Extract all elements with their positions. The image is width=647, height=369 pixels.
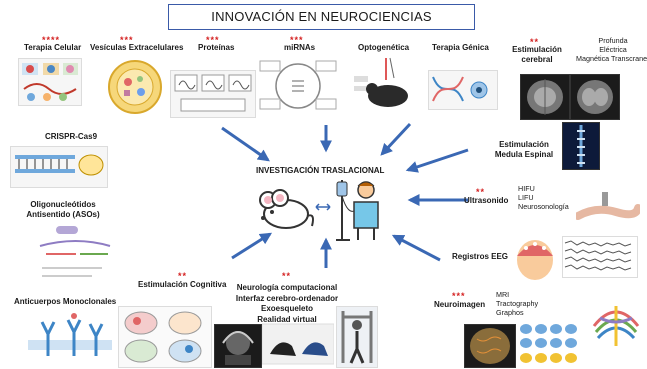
image-mouse <box>252 180 316 232</box>
image-exoesqueleto-gloves <box>262 318 334 366</box>
image-eeg-traces <box>562 236 638 278</box>
ni-type-tractography: Tractography <box>496 299 539 308</box>
label-neuroimagen: Neuroimagen <box>434 300 486 309</box>
brain-scan-icon <box>470 328 510 364</box>
patient-iv-icon <box>336 180 379 241</box>
stars-terapia-celular: **** <box>42 35 61 45</box>
extracellular-vesicle-icon <box>108 60 162 114</box>
eeg-traces-icon <box>564 240 632 271</box>
mirna-cycle-icon <box>259 60 337 110</box>
label-proteinas: Proteínas <box>198 43 235 52</box>
image-optogenetica <box>350 56 418 112</box>
image-mirnas <box>258 55 338 117</box>
stars-neuroimagen: *** <box>452 291 466 301</box>
us-type-lifu: LIFU <box>518 193 534 202</box>
lab-mouse-icon <box>259 189 314 229</box>
label-neurologia-computacional: Neurología computacional <box>236 283 338 292</box>
stars-neuro-comp: ** <box>282 271 292 281</box>
image-vesiculas <box>104 56 166 118</box>
protein-structure-icon <box>174 74 252 112</box>
brain-mri-icon <box>577 80 613 114</box>
aso-mechanism-icon <box>39 226 111 277</box>
label-cognitiva: Estimulación Cognitiva <box>138 280 227 289</box>
image-neuroimagen-grid <box>518 322 584 366</box>
label-terapia-genica: Terapia Génica <box>432 43 489 52</box>
optogenetics-mouse-icon <box>354 57 408 107</box>
arrow-bottom-left <box>231 232 273 260</box>
label-interfaz-cerebro-ordenador: Interfaz cerebro-ordenador <box>235 293 339 303</box>
ni-type-graphos: Graphos <box>496 308 524 317</box>
image-anticuerpos <box>28 310 112 366</box>
ultrasonido-types: HIFU LIFU Neurosonología <box>518 184 569 211</box>
arrow-right-lower <box>391 234 441 262</box>
eeg-cap-icon <box>517 240 553 280</box>
image-mri-sagittal <box>520 74 570 120</box>
estim-type-profunda: Profunda <box>598 36 628 45</box>
cell-therapy-illustration-icon <box>22 63 78 101</box>
rehab-exoskeleton-icon <box>341 311 373 364</box>
image-terapia-genica <box>428 70 498 110</box>
label-eeg: Registros EEG <box>452 252 509 261</box>
estim-type-electrica: Eléctrica <box>599 45 627 54</box>
image-medula <box>562 122 600 170</box>
bidirectional-arrow-icon <box>314 203 332 211</box>
page-title: INNOVACIÓN EN NEUROCIENCIAS <box>211 9 432 24</box>
neuroimagen-types: MRI Tractography Graphos <box>496 290 538 317</box>
stars-estimulacion-cerebral: ** <box>530 37 540 47</box>
arrow-top-right <box>380 122 412 156</box>
brain-mri-icon <box>527 79 563 115</box>
stars-cognitiva: ** <box>178 271 188 281</box>
image-patient-iv <box>334 176 384 244</box>
image-terapia-celular <box>18 58 82 106</box>
label-crispr: CRISPR-Cas9 <box>45 132 98 141</box>
image-exoesqueleto-frame <box>336 306 378 368</box>
ni-type-mri: MRI <box>496 290 510 299</box>
image-neuroimagen-mri <box>464 324 516 368</box>
antibody-receptor-icon <box>28 313 112 356</box>
label-aso: Oligonucleótidos Antisentido (ASOs) <box>26 200 100 219</box>
image-crispr <box>10 146 108 188</box>
spinal-cord-icon <box>577 125 585 167</box>
title-box: INNOVACIÓN EN NEUROCIENCIAS <box>168 4 475 30</box>
bci-headset-icon <box>222 331 254 365</box>
estim-type-magnetica: Magnética Transcraneal <box>576 54 647 63</box>
image-bci-headset <box>214 324 262 368</box>
image-aso <box>36 224 114 286</box>
estim-cerebral-types: Profunda Eléctrica Magnética Transcranea… <box>576 36 647 63</box>
label-realidad-virtual: Realidad virtual <box>257 314 317 324</box>
image-proteinas <box>170 70 256 118</box>
brain-slices-grid-icon <box>520 324 577 363</box>
crispr-schematic-icon <box>15 154 104 176</box>
image-mri-coronal <box>570 74 620 120</box>
stars-proteinas: *** <box>206 35 220 45</box>
stars-mirnas: *** <box>290 35 304 45</box>
label-ultrasonido: Ultrasonido <box>464 196 509 205</box>
tractography-icon <box>592 306 640 346</box>
neuro-comp-list: Neurología computacional Interfaz cerebr… <box>226 283 348 325</box>
arrow-top-left <box>221 126 270 162</box>
brain-regions-icon <box>124 311 202 363</box>
label-optogenetica: Optogenética <box>358 43 410 52</box>
ultrasound-arm-icon <box>576 192 640 220</box>
label-vesiculas: Vesículas Extracelulares <box>90 43 184 52</box>
us-type-neurosonologia: Neurosonología <box>518 202 569 211</box>
image-eeg-head <box>512 236 558 282</box>
label-anticuerpos: Anticuerpos Monoclonales <box>14 297 117 306</box>
image-cognitiva <box>118 306 212 368</box>
label-terapia-celular: Terapia Celular <box>24 43 82 52</box>
exoskeleton-glove-icon <box>262 323 334 365</box>
us-type-hifu: HIFU <box>518 184 535 193</box>
image-ultrasonido <box>576 186 640 226</box>
label-estimulacion-cerebral: Estimulación cerebral <box>512 45 562 64</box>
label-medula: Estimulación Medula Espinal <box>494 140 554 159</box>
stars-ultrasonido: ** <box>476 187 486 197</box>
label-investigacion-traslacional: INVESTIGACIÓN TRASLACIONAL <box>256 166 385 175</box>
arrow-right-upper <box>405 148 469 173</box>
image-tractography <box>588 296 644 352</box>
stars-vesiculas: *** <box>120 35 134 45</box>
label-exoesqueleto: Exoesqueleto <box>260 304 313 313</box>
label-mirnas: miRNAs <box>284 43 316 52</box>
gene-therapy-dna-icon <box>432 76 488 102</box>
